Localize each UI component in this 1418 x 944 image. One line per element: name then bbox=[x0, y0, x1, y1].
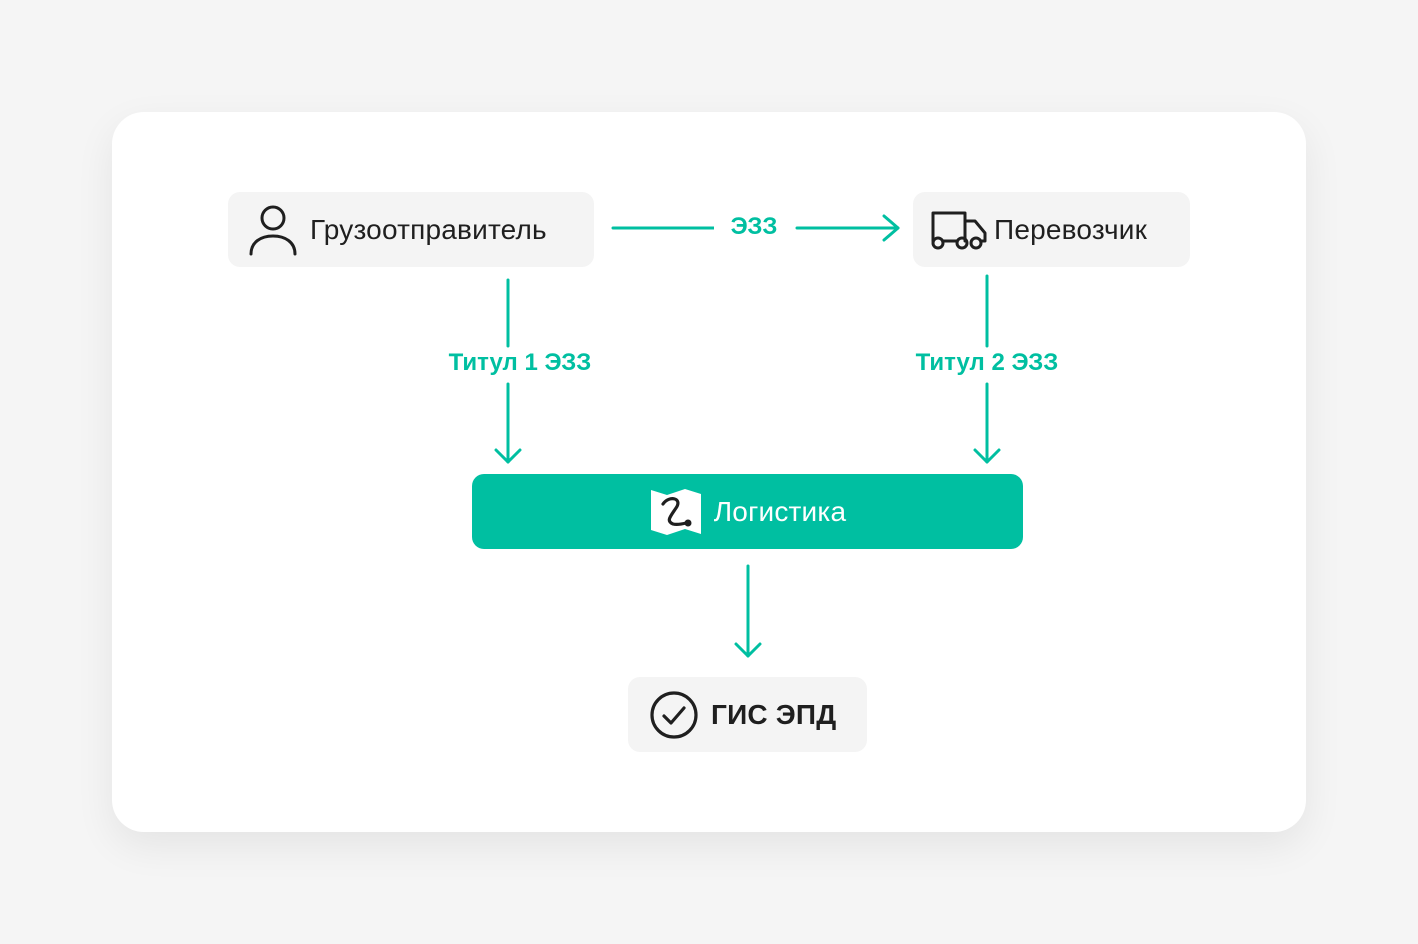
gis-epd-label: ГИС ЭПД bbox=[711, 698, 837, 730]
edge-label-title-1: Титул 1 ЭЗЗ bbox=[440, 348, 600, 378]
truck-icon bbox=[927, 205, 989, 255]
shipper-label: Грузоотправитель bbox=[310, 213, 547, 245]
check-circle-icon bbox=[648, 689, 700, 741]
edge-label-ezz: ЭЗЗ bbox=[714, 212, 794, 242]
arrow-shipper-to-carrier bbox=[611, 214, 900, 242]
carrier-node: Перевозчик bbox=[913, 192, 1190, 267]
arrow-logistics-to-gis bbox=[734, 564, 762, 658]
route-map-icon bbox=[649, 486, 703, 538]
arrow-shipper-to-logistics bbox=[494, 278, 522, 464]
carrier-label: Перевозчик bbox=[994, 213, 1148, 245]
gis-epd-node: ГИС ЭПД bbox=[628, 677, 867, 752]
logistics-node: Логистика bbox=[472, 474, 1023, 549]
shipper-node: Грузоотправитель bbox=[228, 192, 594, 267]
user-icon bbox=[247, 202, 299, 258]
edge-label-title-2: Титул 2 ЭЗЗ bbox=[907, 348, 1067, 378]
arrow-carrier-to-logistics bbox=[973, 274, 1001, 464]
logistics-label: Логистика bbox=[713, 495, 847, 527]
